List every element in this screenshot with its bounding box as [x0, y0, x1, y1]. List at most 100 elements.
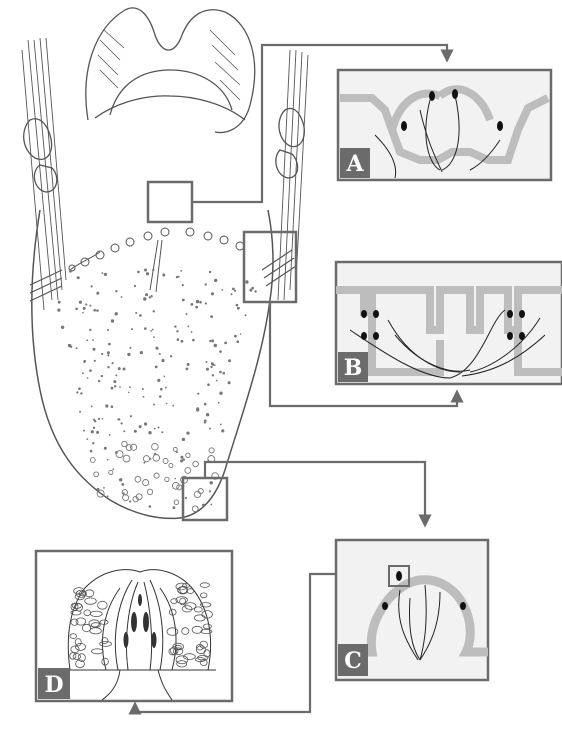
papilla-dot [140, 351, 143, 354]
papilla-dot [91, 406, 93, 408]
papilla-dot [116, 451, 123, 458]
papilla-dot [128, 392, 130, 394]
panel-c-label: C [344, 648, 362, 674]
papilla-dot [89, 305, 91, 307]
papilla-dot [79, 301, 82, 304]
papilla-dot [135, 476, 141, 482]
papilla-dot [245, 280, 248, 283]
papilla-dot [209, 271, 211, 273]
papilla-dot [93, 309, 96, 312]
papilla-dot [182, 438, 185, 441]
papilla-dot [191, 331, 193, 333]
papilla-dot [149, 505, 152, 508]
papilla-dot [123, 368, 126, 371]
papilla-dot [228, 381, 231, 384]
papilla-dot [205, 302, 207, 304]
fungiform-papillae-dots [55, 269, 257, 512]
papilla-dot [180, 270, 182, 272]
papilla-dot [122, 441, 127, 446]
panel-c: C [336, 540, 488, 680]
papilla-dot [118, 367, 121, 370]
papilla-dot [96, 431, 99, 434]
papilla-dot [90, 450, 93, 453]
papilla-dot [186, 432, 189, 435]
papilla-dot [142, 388, 144, 390]
papilla-dot [219, 350, 222, 353]
papilla-dot [150, 330, 152, 332]
papilla-dot [192, 339, 195, 342]
papilla-dot [163, 459, 168, 464]
papilla-dot [127, 353, 130, 356]
papilla-dot [148, 431, 151, 434]
papilla-dot [158, 427, 160, 429]
papilla-dot [94, 472, 99, 477]
papilla-dot [115, 374, 117, 376]
papilla-dot [210, 481, 213, 484]
papilla-dot [236, 340, 239, 343]
papilla-dot [187, 363, 190, 366]
papilla-dot [96, 309, 99, 312]
papilla-dot [107, 351, 110, 354]
papilla-dot [164, 376, 166, 378]
papilla-dot [55, 272, 57, 274]
papilla-dot [83, 307, 86, 310]
papilla-dot [70, 346, 72, 348]
papilla-dot [123, 495, 129, 501]
papilla-dot [178, 276, 180, 278]
papilla-dot [61, 326, 64, 329]
papilla-dot [129, 386, 131, 388]
papilla-dot [153, 310, 155, 312]
papilla-dot [182, 299, 185, 302]
papilla-dot [123, 492, 125, 494]
papilla-dot [209, 340, 211, 342]
papilla-dot [254, 290, 256, 292]
papilla-dot [104, 273, 107, 276]
papilla-dot [185, 497, 187, 499]
papilla-dot [218, 402, 220, 404]
papilla-dot [121, 422, 123, 424]
papilla-dot [169, 463, 173, 467]
papilla-dot [143, 396, 145, 398]
papilla-dot [193, 461, 199, 467]
papilla-dot [159, 395, 162, 398]
papilla-dot [153, 404, 155, 406]
papilla-dot [210, 504, 212, 506]
papilla-dot [219, 392, 222, 395]
papilla-dot [79, 411, 81, 413]
papilla-dot [180, 456, 183, 459]
papilla-dot [98, 380, 100, 382]
papilla-dot [111, 405, 114, 408]
papilla-dot [207, 383, 210, 386]
papilla-dot [194, 491, 200, 497]
papilla-dot [57, 309, 60, 312]
papilla-dot [115, 312, 118, 315]
papilla-dot [69, 270, 72, 273]
papilla-dot [188, 326, 190, 328]
papilla-dot [80, 392, 82, 394]
papilla-dot [131, 328, 133, 330]
papilla-dot [85, 303, 87, 305]
papilla-dot [224, 342, 227, 345]
panel-b-label: B [344, 355, 363, 381]
papilla-dot [220, 424, 222, 426]
papilla-dot [152, 329, 154, 331]
papilla-dot [240, 333, 242, 335]
papilla-dot [109, 434, 111, 436]
papilla-dot [139, 425, 142, 428]
papilla-dot [121, 483, 124, 486]
papilla-dot [96, 292, 99, 295]
tongue-illustration [22, 8, 308, 519]
papilla-dot [219, 371, 222, 374]
papilla-dot [89, 369, 92, 372]
papilla-dot [214, 279, 217, 282]
papilla-dot [197, 393, 199, 395]
papilla-dot [176, 330, 178, 332]
papilla-dot [149, 296, 151, 298]
papilla-dot [86, 438, 88, 440]
tongue-outline [32, 210, 273, 518]
papilla-dot [162, 274, 165, 277]
panel-d-label: D [44, 672, 63, 698]
papilla-dot [83, 430, 85, 432]
papilla-dot [147, 489, 152, 494]
